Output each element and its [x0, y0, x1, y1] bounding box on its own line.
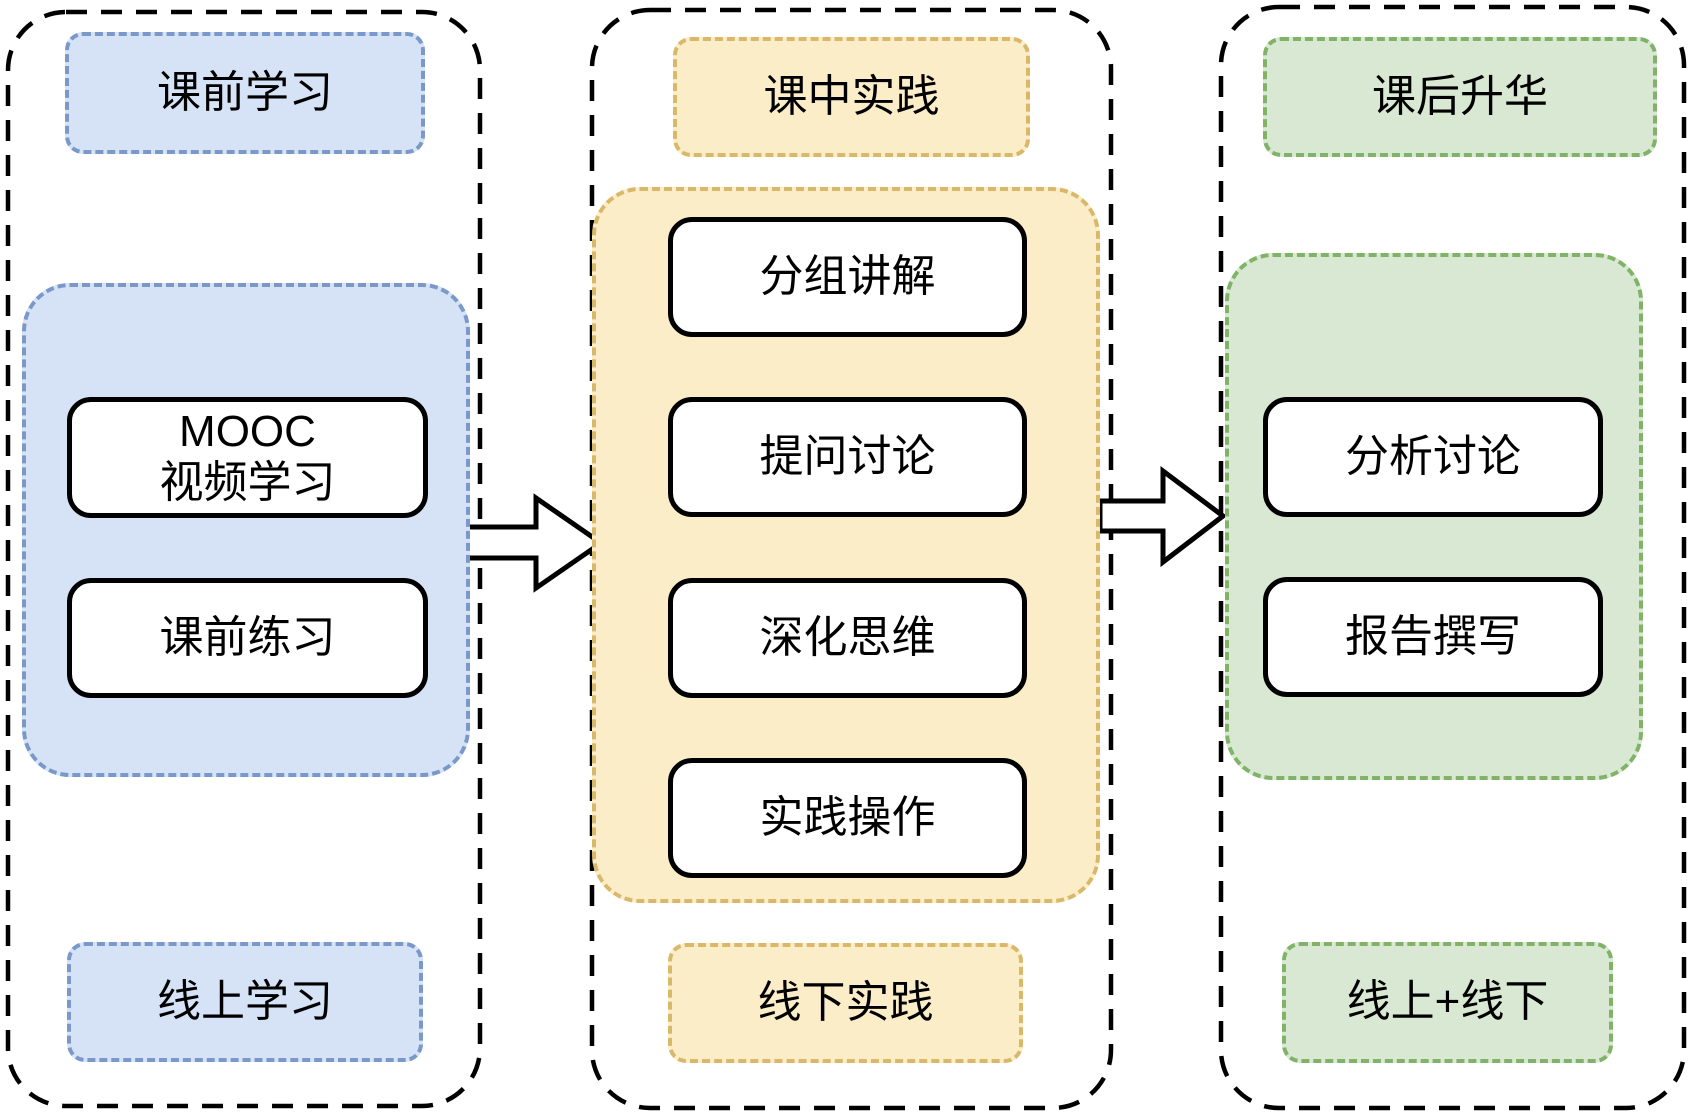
flow-arrow-2-icon	[1097, 466, 1228, 568]
pre-class-group	[22, 283, 470, 777]
question-discussion-box: 提问讨论	[668, 397, 1027, 517]
in-class-column-outline	[589, 7, 1114, 1111]
deepen-thinking-box: 深化思维	[668, 578, 1027, 698]
mooc-video-box: MOOC 视频学习	[67, 397, 428, 518]
pre-class-header: 课前学习	[65, 32, 425, 154]
analysis-discussion-box: 分析讨论	[1263, 397, 1603, 517]
post-class-column-outline	[1218, 4, 1687, 1111]
pre-class-column-outline	[5, 9, 483, 1109]
post-class-header: 课后升华	[1263, 37, 1657, 157]
in-class-header: 课中实践	[673, 37, 1030, 157]
pre-class-footer: 线上学习	[67, 942, 423, 1062]
group-explain-box: 分组讲解	[668, 217, 1027, 337]
practice-operation-box: 实践操作	[668, 758, 1027, 878]
report-writing-box: 报告撰写	[1263, 577, 1603, 697]
post-class-footer: 线上+线下	[1282, 942, 1613, 1063]
in-class-footer: 线下实践	[668, 943, 1023, 1063]
pre-class-exercise-box: 课前练习	[67, 578, 428, 698]
flow-arrow-1-icon	[455, 493, 606, 593]
